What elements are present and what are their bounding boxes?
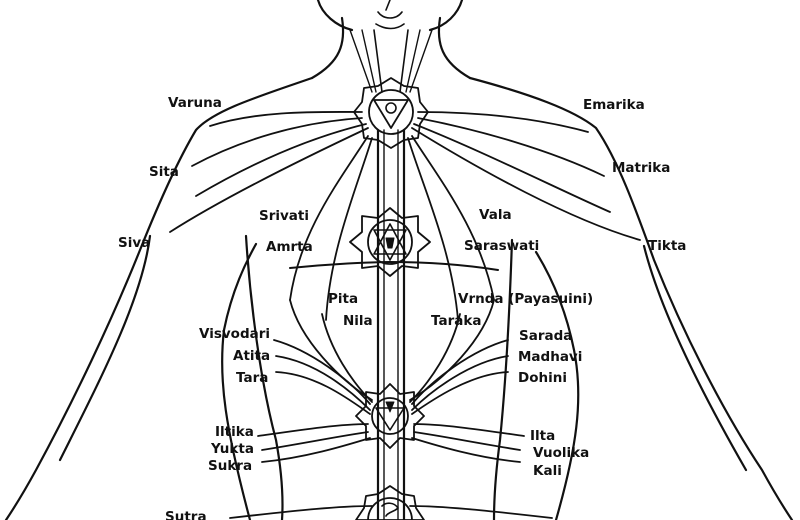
label-amrta: Amrta xyxy=(266,239,313,255)
sacral-chakra-icon xyxy=(355,485,425,520)
label-sutra: Sutra xyxy=(165,509,207,520)
middle-nadis xyxy=(229,299,553,519)
label-visvodari: Visvodari xyxy=(199,326,271,342)
label-madhavi: Madhavi xyxy=(518,349,583,365)
label-dohini: Dohini xyxy=(518,370,567,386)
label-srivati: Srivati xyxy=(259,208,309,224)
label-sarada: Sarada xyxy=(519,328,573,344)
label-vuolika: Vuolika xyxy=(533,445,590,461)
label-taraka: Taraka xyxy=(431,313,482,329)
torso-outline xyxy=(4,76,794,520)
label-ilta: Ilta xyxy=(530,428,556,444)
label-yukta: Yukta xyxy=(211,441,254,457)
label-kali: Kali xyxy=(533,463,562,479)
label-tikta: Tikta xyxy=(648,238,687,254)
central-channels xyxy=(349,29,433,520)
label-vrnda: Vrnda (Payasuini) xyxy=(458,291,594,307)
upper-nadis xyxy=(169,111,641,321)
label-sukra: Sukra xyxy=(208,458,253,474)
label-emarika: Emarika xyxy=(583,97,645,113)
label-pita: Pita xyxy=(328,291,359,307)
label-nila: Nila xyxy=(343,313,373,329)
throat-chakra-icon xyxy=(353,77,429,149)
label-tara: Tara xyxy=(236,370,269,386)
label-saraswati: Saraswati xyxy=(464,238,540,254)
label-vala: Vala xyxy=(479,207,512,223)
label-atita: Atita xyxy=(233,348,271,364)
label-varuna: Varuna xyxy=(168,95,222,111)
heart-chakra-icon xyxy=(349,207,431,277)
label-matrika: Matrika xyxy=(612,160,671,176)
head-outline xyxy=(316,0,464,32)
label-siva: Siva xyxy=(118,235,151,251)
neck-outline xyxy=(310,16,472,80)
label-iltika: Iltika xyxy=(215,424,254,440)
solar-plexus-chakra-icon xyxy=(355,383,425,449)
label-sita: Sita xyxy=(149,164,179,180)
